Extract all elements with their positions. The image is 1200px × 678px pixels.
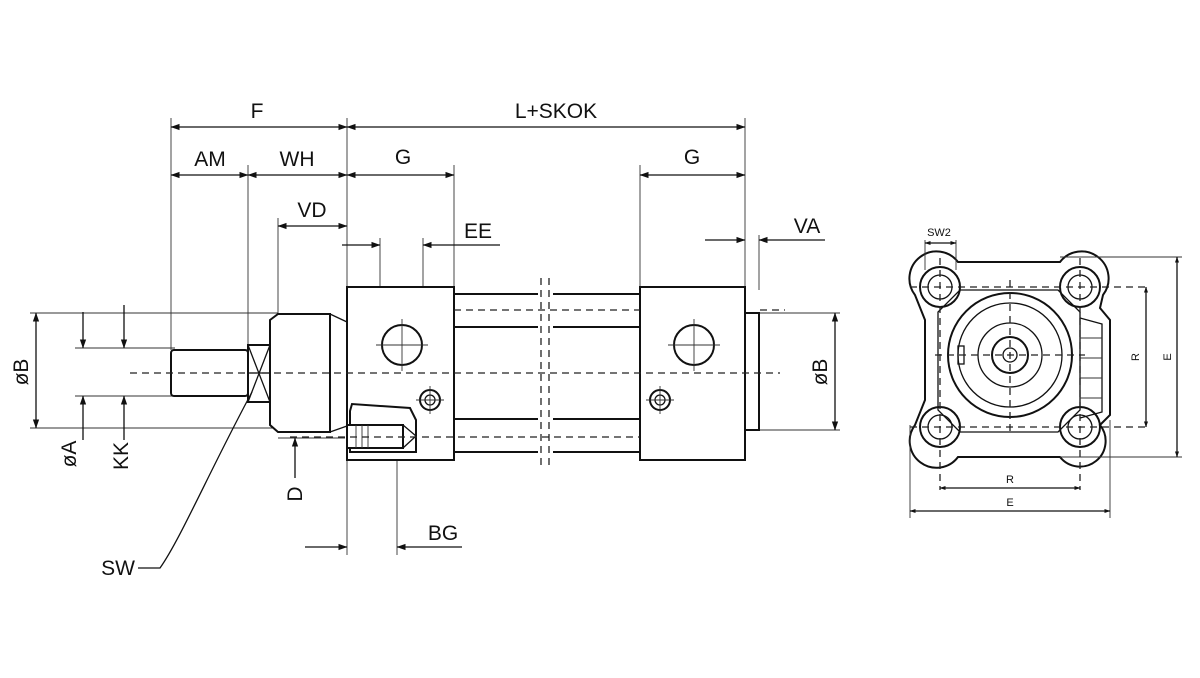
dim-r-vertical-label: R xyxy=(1130,353,1142,361)
rear-spigot xyxy=(744,312,760,431)
dim-f-label: F xyxy=(251,100,264,123)
dim-g-right-label: G xyxy=(684,146,700,169)
dim-ee-label: EE xyxy=(464,220,492,243)
dim-r-horizontal-label: R xyxy=(1006,474,1014,486)
dim-dia-b-left-label: øB xyxy=(10,359,33,386)
dim-vd-label: VD xyxy=(297,199,326,222)
dim-l-skok-label: L+SKOK xyxy=(515,100,597,123)
dim-e-vertical-label: E xyxy=(1162,353,1174,360)
dim-wh-label: WH xyxy=(280,148,315,171)
dim-am-label: AM xyxy=(194,148,226,171)
cylinder-barrel xyxy=(454,278,640,468)
end-cover-outline xyxy=(908,250,1111,469)
side-view-labels: F L+SKOK AM WH G G VD EE VA BG SW øB øA … xyxy=(10,100,832,580)
dim-bg-label: BG xyxy=(428,522,458,545)
dim-va-label: VA xyxy=(794,215,820,238)
rear-cushion-screw xyxy=(646,386,674,414)
dim-dia-b-right-label: øB xyxy=(809,359,832,386)
dim-dia-a-label: øA xyxy=(58,441,81,468)
cylinder-body xyxy=(130,278,785,569)
dim-d-label: D xyxy=(284,486,307,501)
front-port xyxy=(376,319,428,371)
dimension-lines xyxy=(32,123,839,551)
tie-rod-insert xyxy=(346,402,417,453)
front-cushion-screw xyxy=(416,386,444,414)
dim-g-left-label: G xyxy=(395,146,411,169)
end-view: SW2 R E R E xyxy=(908,227,1182,518)
rear-end-cover xyxy=(639,286,746,461)
dim-kk-label: KK xyxy=(110,442,133,470)
side-view: F L+SKOK AM WH G G VD EE VA BG SW øB øA … xyxy=(10,100,840,580)
rear-port xyxy=(668,319,720,371)
dim-sw-label: SW xyxy=(101,557,135,580)
dim-e-horizontal-label: E xyxy=(1006,497,1013,509)
dim-sw2-label: SW2 xyxy=(927,227,951,239)
